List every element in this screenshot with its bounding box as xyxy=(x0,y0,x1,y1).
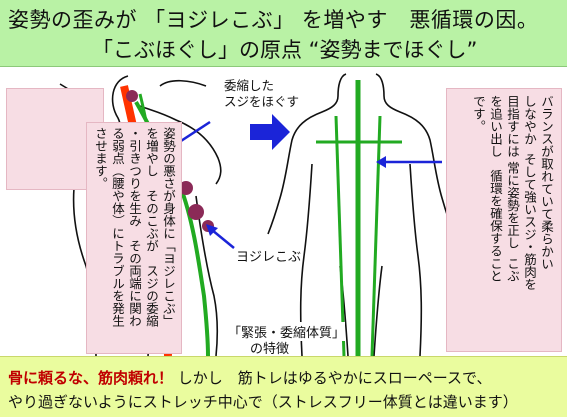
right-explanation-text: バランスが取れていて柔らかい しなやか そして強いスジ・筋肉を 目指すには 常に… xyxy=(471,95,554,291)
left-explanation-text: 姿勢の悪さが身体に「ヨジレこぶ」 を増やし そのこぶが スジの委縮 ・引きつりを… xyxy=(93,127,176,327)
tension-type-sub-label: の特徴 xyxy=(250,338,290,357)
tension-type-label: 「緊張・委縮体質」 xyxy=(228,322,346,341)
big-right-arrow xyxy=(250,114,290,150)
title-line-2: 「こぶほぐし」の原点 “姿勢までほぐし” xyxy=(92,38,478,62)
right-body-outline xyxy=(267,73,455,357)
title-banner: 姿勢の歪みが 「ヨジレこぶ」 を増やす 悪循環の因。 「こぶほぐし」の原点 “姿… xyxy=(0,0,567,67)
yojire-knot-label: ヨジレこぶ xyxy=(236,246,302,265)
footer-line-1: 骨に頼るな、筋肉頼れ！ しかし 筋トレはゆるやかにスローペースで、 xyxy=(8,367,491,388)
footer-line-2: やり過ぎないようにストレッチ中心で（ストレスフリー体質とは違います） xyxy=(8,393,518,411)
right-explanation-box: バランスが取れていて柔らかい しなやか そして強いスジ・筋肉を 目指すには 常に… xyxy=(446,88,562,352)
right-muscle-left xyxy=(334,115,346,357)
shrunk-tendon-label: 委縮した スジをほぐす xyxy=(224,78,300,109)
footer-emphasis: 骨に頼るな、筋肉頼れ！ xyxy=(8,369,174,387)
title-line-1: 姿勢の歪みが 「ヨジレこぶ」 を増やす 悪循環の因。 xyxy=(8,8,539,32)
footer-line-1-rest: しかし 筋トレはゆるやかにスローペースで、 xyxy=(177,369,492,387)
footer-banner: 骨に頼るな、筋肉頼れ！ しかし 筋トレはゆるやかにスローペースで、 やり過ぎない… xyxy=(0,356,567,417)
left-explanation-box: 姿勢の悪さが身体に「ヨジレこぶ」 を増やし そのこぶが スジの委縮 ・引きつりを… xyxy=(86,122,182,354)
right-muscle-right xyxy=(370,115,382,357)
posture-diagram: 姿勢の悪さが身体に「ヨジレこぶ」 を増やし そのこぶが スジの委縮 ・引きつりを… xyxy=(0,66,567,357)
